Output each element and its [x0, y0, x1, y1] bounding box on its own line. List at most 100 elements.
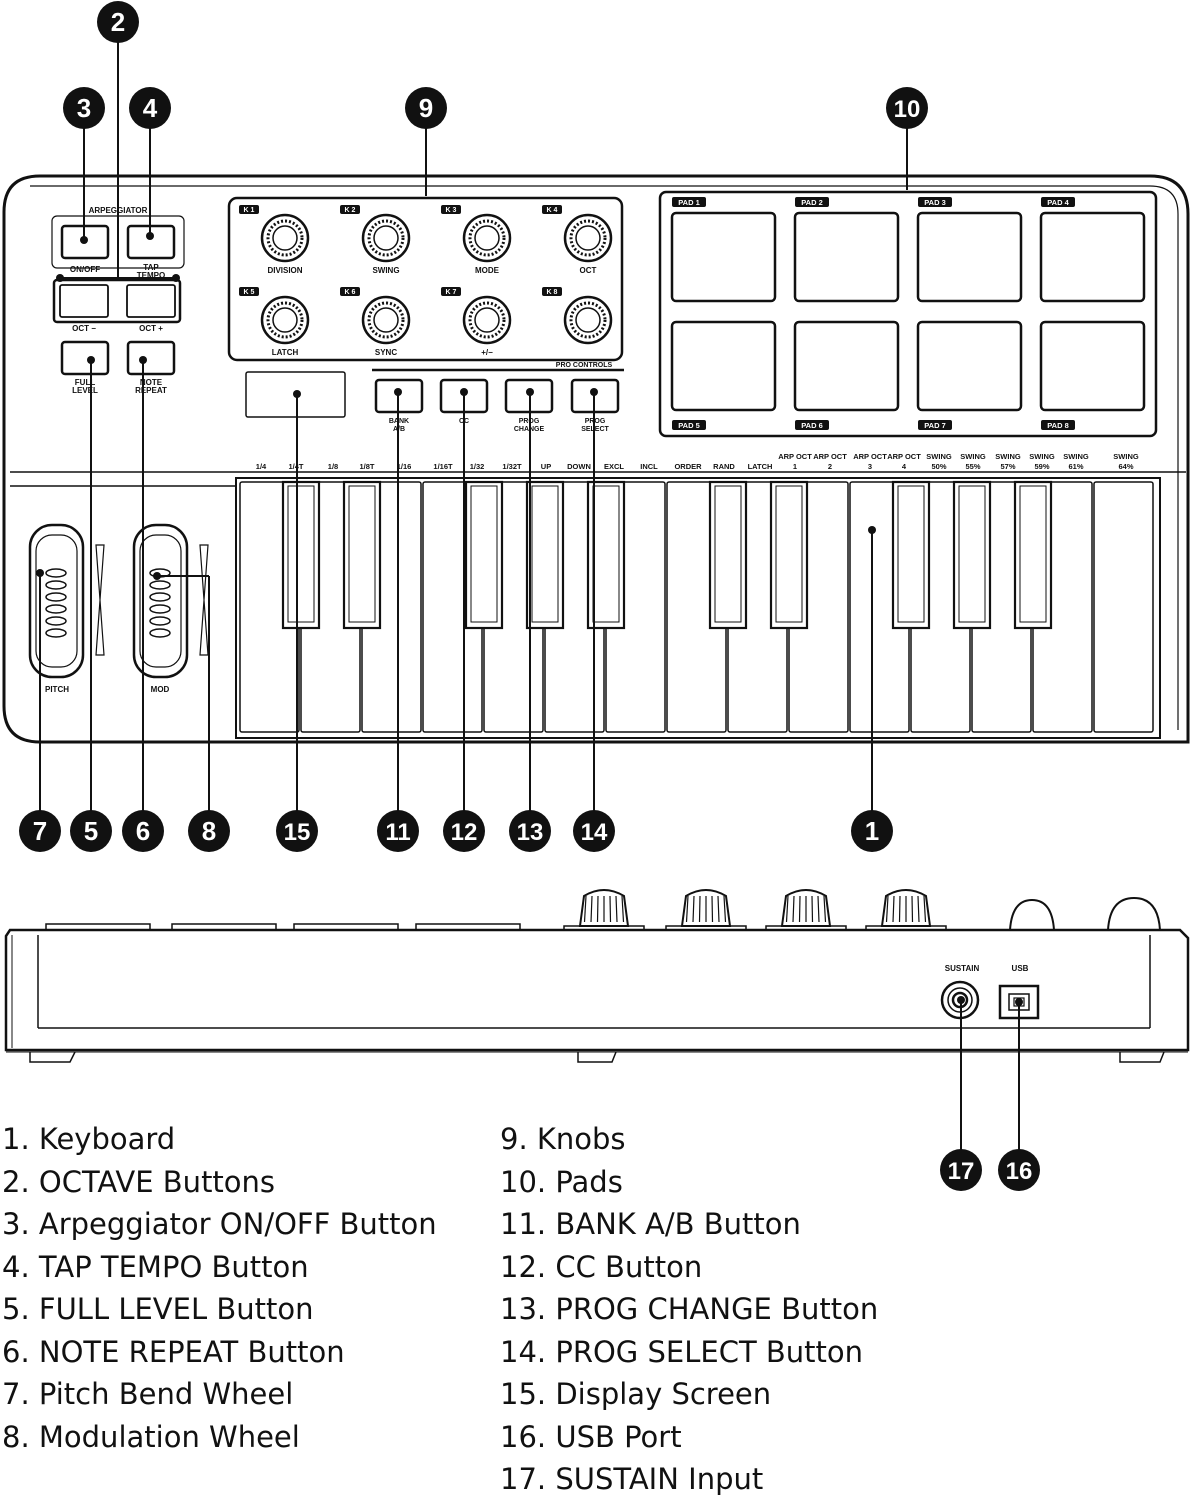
legend-item: 4. TAP TEMPO Button [2, 1249, 309, 1284]
pad-8[interactable]: PAD 8 [1039, 320, 1146, 430]
key-label: INCL [640, 462, 658, 471]
black-key[interactable] [525, 480, 565, 630]
pitch-bend-wheel[interactable] [28, 523, 85, 679]
legend-item: 10. Pads [500, 1164, 623, 1199]
knob-5[interactable]: K 5 LATCH [239, 287, 310, 357]
knob-7[interactable]: K 7+/− [441, 287, 512, 357]
key-label: 1/16T [433, 462, 453, 471]
knob-tag-badge [441, 205, 461, 214]
oct-minus-button[interactable] [59, 284, 109, 318]
sustain-label: SUSTAIN [945, 964, 980, 973]
black-key[interactable] [342, 480, 382, 630]
callout-number: 1 [865, 816, 879, 846]
callout-number: 12 [451, 819, 478, 846]
legend-item: 5. FULL LEVEL Button [2, 1292, 314, 1326]
knob-label: DIVISION [267, 266, 302, 275]
knob-tag: K 5 [244, 289, 255, 296]
legend-item: 8. Modulation Wheel [2, 1419, 300, 1454]
pad-5[interactable]: PAD 5 [670, 320, 777, 430]
pad-label: PAD 4 [1047, 198, 1069, 207]
pad-6[interactable]: PAD 6 [793, 320, 900, 430]
legend-item: 9. Knobs [500, 1122, 626, 1156]
key-label: DOWN [567, 462, 591, 471]
pad-4[interactable]: PAD 4 [1039, 197, 1146, 303]
white-key[interactable] [1093, 481, 1154, 733]
pad-3[interactable]: PAD 3 [916, 197, 1023, 303]
knob-tag-badge [542, 287, 562, 296]
callout-16: 16 [998, 1149, 1040, 1191]
callout-17: 17 [940, 1149, 982, 1191]
knob-label: LATCH [272, 348, 299, 357]
octave-button-group [52, 278, 182, 324]
pad-label: PAD 7 [924, 421, 946, 430]
legend-item: 17. SUSTAIN Input [500, 1462, 764, 1496]
callout-5: 5 [70, 810, 112, 852]
keyboard[interactable] [235, 477, 1161, 739]
knob-tag-badge [239, 205, 259, 214]
pad-label: PAD 8 [1047, 421, 1069, 430]
knob-tag-badge [542, 205, 562, 214]
black-key[interactable] [708, 480, 748, 630]
key-label: LATCH [748, 462, 773, 471]
mod-wheel-label: MOD [151, 685, 170, 694]
knob-tag: K 2 [345, 207, 356, 214]
legend-item: 14. PROG SELECT Button [500, 1334, 864, 1369]
black-key[interactable] [1013, 480, 1053, 630]
full-level-button[interactable] [60, 340, 110, 376]
oct-plus-button[interactable] [126, 284, 176, 318]
knob-tag: K 4 [547, 207, 558, 214]
pad-2[interactable]: PAD 2 [793, 197, 900, 303]
note-repeat-button[interactable] [126, 340, 176, 376]
black-key[interactable] [769, 480, 809, 630]
callout-14: 14 [573, 810, 615, 852]
callout-12: 12 [443, 810, 485, 852]
callout-number: 10 [894, 96, 921, 123]
knob-8[interactable]: K 8 [542, 287, 613, 345]
usb-label: USB [1012, 964, 1029, 973]
callout-number: 6 [136, 816, 150, 846]
key-label: EXCL [604, 462, 624, 471]
callout-leaders [39, 42, 1020, 1150]
modulation-wheel[interactable] [132, 523, 189, 679]
knob-tag-badge [239, 287, 259, 296]
controller-back-panel [4, 889, 1190, 1063]
arpeggiator-label: ARPEGGIATOR [89, 206, 148, 215]
knob-label: +/− [481, 348, 493, 357]
legend-item: 15. Display Screen [500, 1377, 772, 1411]
callout-2: 2 [97, 1, 139, 43]
pad-label: PAD 1 [678, 198, 700, 207]
black-key[interactable] [281, 480, 321, 630]
pad-7[interactable]: PAD 7 [916, 320, 1023, 430]
pad-1[interactable]: PAD 1 [670, 197, 777, 303]
knob-tag-badge [340, 205, 360, 214]
black-key[interactable] [891, 480, 931, 630]
callout-number: 2 [111, 7, 125, 37]
legend-item: 11. BANK A/B Button [500, 1207, 801, 1241]
key-label: ORDER [674, 462, 702, 471]
knob-tag: K 6 [345, 289, 356, 296]
key-label: RAND [713, 462, 735, 471]
pad-label: PAD 5 [678, 421, 700, 430]
knob-tag-badge [340, 287, 360, 296]
callout-number: 14 [581, 819, 608, 846]
callout-number: 13 [517, 819, 544, 846]
key-label: 1/32T [502, 462, 522, 471]
pad-label: PAD 3 [924, 198, 946, 207]
black-key[interactable] [464, 480, 504, 630]
key-label: 1/16 [397, 462, 412, 471]
black-key[interactable] [952, 480, 992, 630]
